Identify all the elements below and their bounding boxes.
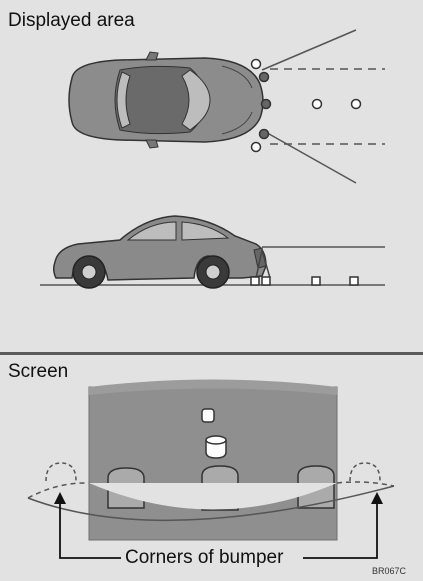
arrow-right [371,492,383,504]
car-top-view [69,52,263,148]
sensor-marker [260,73,269,82]
ground-marker [312,277,320,285]
ground-marker [262,277,270,285]
sensor-marker [252,143,261,152]
side-view-markers [251,277,358,285]
arrow-left [54,492,66,504]
corner-indicator-left [46,463,76,481]
sensor-marker [262,100,271,109]
top-view-sensors [252,60,361,152]
ground-marker [251,277,259,285]
corners-of-bumper-caption: Corners of bumper [121,546,287,570]
figure-code: BR067C [372,566,406,576]
sensor-marker [260,130,269,139]
top-view-detection-lines [262,30,385,183]
ground-marker [350,277,358,285]
car-side-view [40,216,385,288]
sensor-marker [252,60,261,69]
corner-indicator-right [350,463,380,481]
far-object [202,409,214,422]
screen-display [89,380,337,541]
detection-point [352,100,361,109]
detection-point [313,100,322,109]
